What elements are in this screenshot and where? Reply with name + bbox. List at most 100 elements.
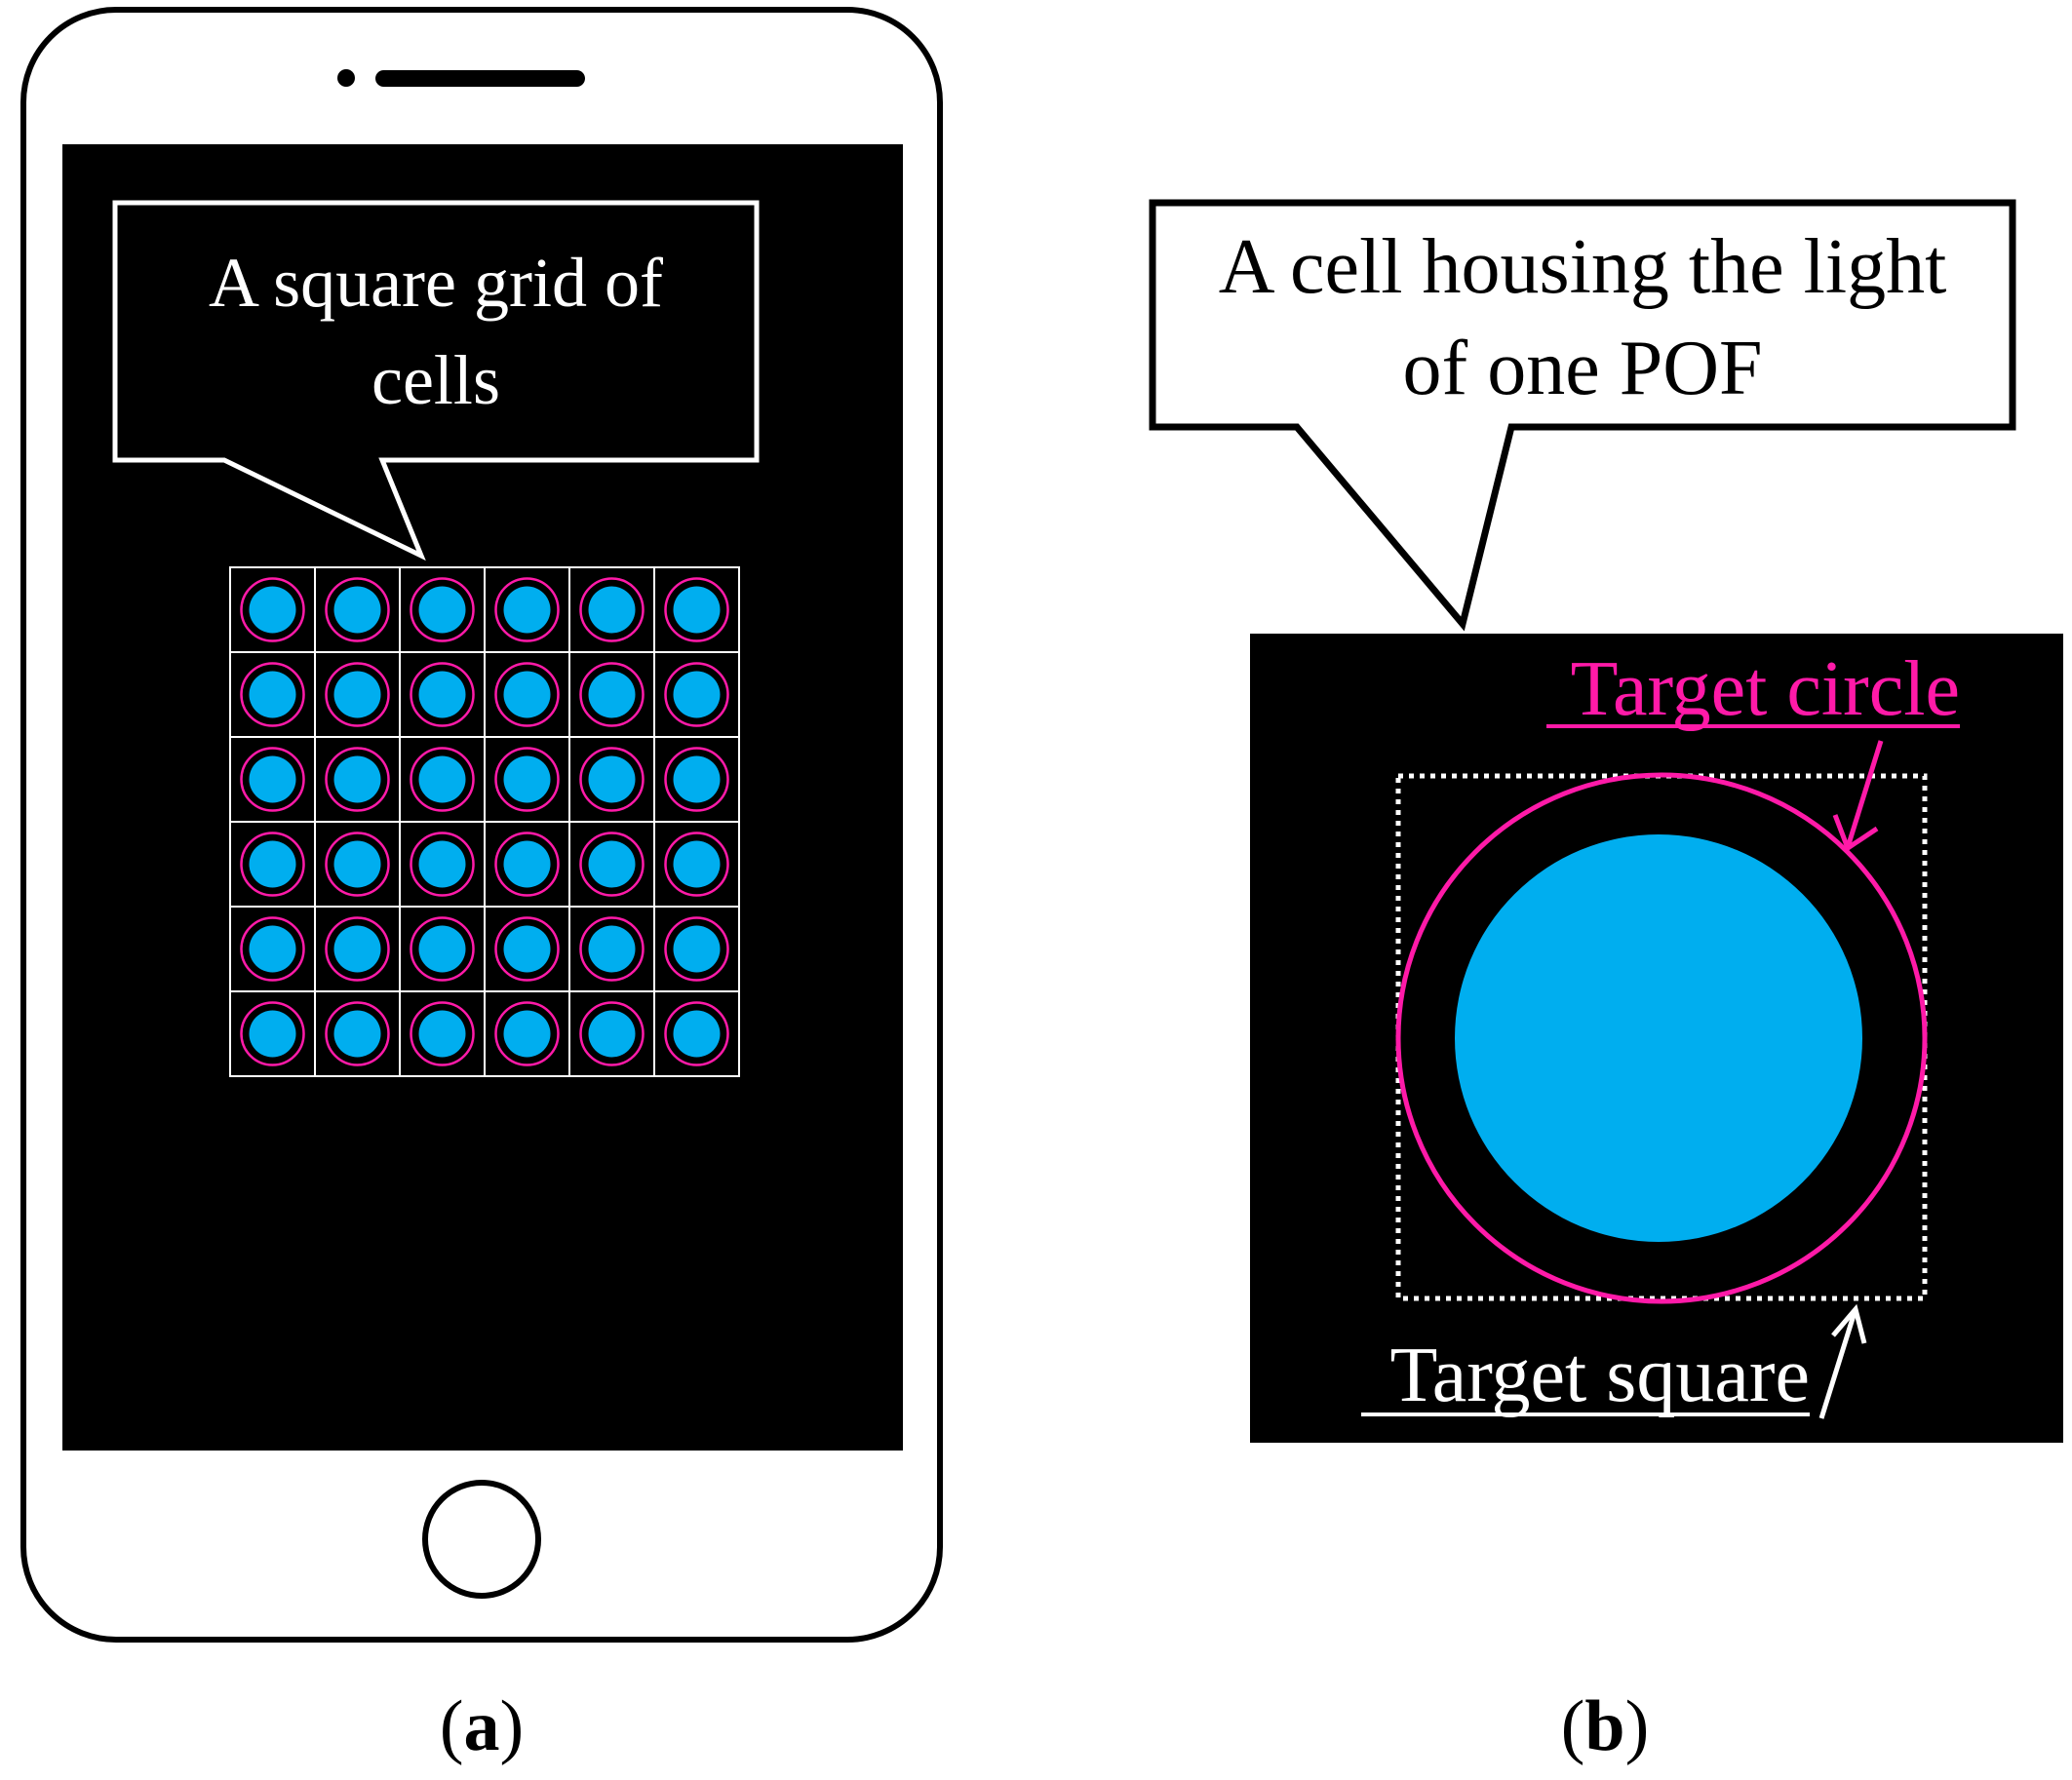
grid-target-circle xyxy=(494,577,560,642)
grid-cell xyxy=(314,736,401,823)
grid-cell xyxy=(314,906,401,992)
grid-fiber-disk xyxy=(249,586,296,634)
grid-target-circle xyxy=(664,832,729,897)
grid-cell xyxy=(484,821,570,908)
grid-target-circle xyxy=(240,662,305,727)
panel-a-label-letter: a xyxy=(464,1686,500,1766)
grid-cell xyxy=(653,821,740,908)
grid-fiber-disk xyxy=(503,755,551,803)
grid-cell xyxy=(399,736,486,823)
grid-target-circle xyxy=(325,916,390,982)
grid-target-circle xyxy=(579,662,645,727)
grid-target-circle xyxy=(410,747,475,812)
grid-cell-border xyxy=(399,651,486,738)
grid-fiber-disk xyxy=(333,925,381,973)
grid-target-circle xyxy=(325,577,390,642)
grid-cell xyxy=(399,821,486,908)
target-circle-label: Target circle xyxy=(1571,646,1960,732)
grid-target-circle xyxy=(325,662,390,727)
grid-fiber-disk xyxy=(249,925,296,973)
grid-target-circle xyxy=(325,1001,390,1066)
grid-cell xyxy=(229,651,316,738)
grid-cell xyxy=(484,906,570,992)
grid-cell xyxy=(568,906,655,992)
grid-cell xyxy=(399,990,486,1077)
grid-cell xyxy=(653,906,740,992)
grid-fiber-disk xyxy=(418,586,466,634)
grid-target-circle xyxy=(240,916,305,982)
panel-a-label-open: ( xyxy=(440,1686,464,1766)
grid-cell xyxy=(229,906,316,992)
grid-cell xyxy=(229,821,316,908)
grid-cell xyxy=(229,990,316,1077)
grid-fiber-disk xyxy=(249,755,296,803)
grid-fiber-disk xyxy=(333,1010,381,1058)
target-square-label: Target square xyxy=(1389,1333,1810,1418)
grid-fiber-disk xyxy=(418,755,466,803)
grid-fiber-disk xyxy=(418,671,466,718)
grid-fiber-disk xyxy=(588,586,636,634)
grid-fiber-disk xyxy=(249,1010,296,1058)
panel-b-label-close: ) xyxy=(1625,1686,1650,1766)
grid-target-circle xyxy=(410,577,475,642)
grid-cell xyxy=(399,906,486,992)
grid-target-circle xyxy=(579,747,645,812)
grid-fiber-disk xyxy=(249,671,296,718)
grid-target-circle xyxy=(579,832,645,897)
grid-target-circle xyxy=(664,747,729,812)
grid-target-circle xyxy=(410,832,475,897)
grid-fiber-disk xyxy=(418,925,466,973)
camera-icon xyxy=(337,69,355,87)
grid-fiber-disk xyxy=(503,671,551,718)
grid-fiber-disk xyxy=(503,925,551,973)
grid-fiber-disk xyxy=(418,1010,466,1058)
grid-fiber-disk xyxy=(503,840,551,888)
grid-fiber-disk xyxy=(503,586,551,634)
grid-fiber-disk xyxy=(588,925,636,973)
grid-target-circle xyxy=(494,832,560,897)
grid-fiber-disk xyxy=(588,671,636,718)
grid-target-circle xyxy=(325,747,390,812)
grid-fiber-disk xyxy=(673,840,721,888)
callout-bubble-b xyxy=(1149,199,2016,632)
grid-cell xyxy=(484,651,570,738)
grid-target-circle xyxy=(494,1001,560,1066)
grid-cell xyxy=(568,566,655,653)
target-circle-arrowhead xyxy=(1832,814,1879,852)
callout-bubble-a xyxy=(112,200,760,561)
panel-b-label: (b) xyxy=(1561,1686,1649,1766)
cell-grid xyxy=(229,566,740,1077)
grid-target-circle xyxy=(410,1001,475,1066)
panel-a: A square grid of cells (a) xyxy=(20,7,943,1766)
grid-fiber-disk xyxy=(418,840,466,888)
grid-cell xyxy=(399,651,486,738)
grid-cell xyxy=(314,990,401,1077)
grid-cell xyxy=(229,566,316,653)
grid-cell xyxy=(484,736,570,823)
grid-target-circle xyxy=(579,577,645,642)
grid-fiber-disk xyxy=(333,840,381,888)
home-button-icon[interactable] xyxy=(422,1480,541,1599)
panel-a-label: (a) xyxy=(440,1686,524,1766)
grid-cell xyxy=(568,990,655,1077)
grid-cell xyxy=(568,651,655,738)
grid-fiber-disk xyxy=(503,1010,551,1058)
target-circle xyxy=(1395,772,1928,1304)
grid-target-circle xyxy=(664,577,729,642)
grid-target-circle xyxy=(240,832,305,897)
grid-fiber-disk xyxy=(588,755,636,803)
panel-b-label-letter: b xyxy=(1584,1686,1624,1766)
grid-cell xyxy=(399,566,486,653)
grid-fiber-disk xyxy=(673,1010,721,1058)
target-square-arrowhead xyxy=(1831,1303,1867,1344)
grid-cell xyxy=(568,736,655,823)
grid-target-circle xyxy=(664,916,729,982)
grid-cell xyxy=(484,990,570,1077)
callout-a-line1: A square grid of xyxy=(209,244,663,322)
grid-cell xyxy=(653,990,740,1077)
grid-target-circle xyxy=(664,662,729,727)
panel-b-label-open: ( xyxy=(1561,1686,1585,1766)
grid-target-circle xyxy=(494,662,560,727)
grid-fiber-disk xyxy=(673,925,721,973)
grid-target-circle xyxy=(410,916,475,982)
